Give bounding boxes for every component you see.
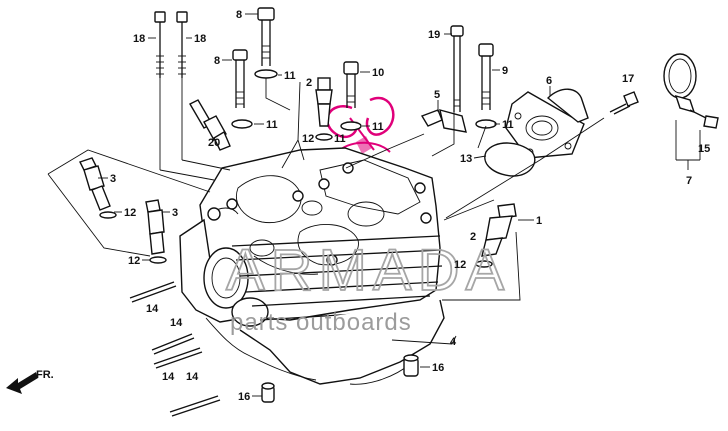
- dowel-16-left: [261, 382, 275, 403]
- callout-9: 9: [502, 65, 508, 77]
- studs-14: [129, 281, 221, 417]
- callout-11: 11: [334, 133, 346, 145]
- bolt-18-left: [154, 11, 166, 78]
- callout-10: 10: [372, 67, 384, 79]
- callout-14: 14: [186, 371, 199, 383]
- bolt-9: [475, 43, 497, 129]
- callout-18: 18: [133, 33, 145, 45]
- callout-4: 4: [450, 336, 457, 348]
- callout-12: 12: [454, 259, 466, 271]
- callout-12: 12: [128, 255, 140, 267]
- callout-11: 11: [372, 121, 384, 133]
- bracket-5: [420, 109, 467, 133]
- callout-19: 19: [428, 29, 440, 41]
- front-label: FR.: [36, 369, 54, 381]
- dowel-16-right: [403, 354, 419, 377]
- callout-12: 12: [124, 207, 136, 219]
- watermark-text: ARMADA parts outboards: [225, 237, 510, 336]
- callout-14: 14: [162, 371, 175, 383]
- callout-16: 16: [238, 391, 250, 403]
- callout-11: 11: [266, 119, 278, 131]
- callout-1: 1: [536, 215, 542, 227]
- callout-14: 14: [146, 303, 159, 315]
- stud-10: [340, 61, 362, 131]
- callout-16: 16: [432, 362, 444, 374]
- callout-11: 11: [284, 70, 296, 82]
- valve-guide-2-right: [475, 203, 517, 268]
- callout-6: 6: [546, 75, 552, 87]
- spark-plug: [189, 99, 231, 151]
- gasket-13: [484, 142, 536, 177]
- callout-2: 2: [306, 77, 312, 89]
- callout-labels: 18 18 8 8 11 2 10 11 11 12 11 20 19 9 5 …: [36, 9, 710, 403]
- callout-3: 3: [172, 207, 178, 219]
- callout-11: 11: [502, 119, 514, 131]
- leader-lines: [47, 78, 701, 301]
- callout-8: 8: [214, 55, 220, 67]
- callout-3: 3: [110, 173, 116, 185]
- callout-8: 8: [236, 9, 242, 21]
- callout-20: 20: [208, 137, 220, 149]
- valve-guide-2-top: [315, 77, 333, 141]
- clamp-7: [663, 53, 719, 129]
- watermark-brand: ARMADA: [226, 238, 510, 303]
- bolt-17: [609, 91, 639, 115]
- callout-17: 17: [622, 73, 634, 85]
- bolt-8-top: [254, 7, 278, 79]
- bolt-19: [450, 25, 464, 112]
- front-arrow-icon: [6, 372, 38, 394]
- callout-14: 14: [170, 317, 183, 329]
- valve-guide-3-left: [79, 157, 117, 219]
- callout-12: 12: [302, 133, 314, 145]
- watermark-tagline: parts outboards: [230, 309, 412, 336]
- bolt-8-mid: [231, 49, 253, 129]
- bolt-18-right: [176, 11, 188, 78]
- callout-7: 7: [686, 175, 692, 187]
- callout-18: 18: [194, 33, 206, 45]
- callout-5: 5: [434, 89, 440, 101]
- cylinder-head: [179, 147, 457, 385]
- callout-15: 15: [698, 143, 710, 155]
- valve-guide-3-mid: [145, 199, 167, 264]
- callout-13: 13: [460, 153, 472, 165]
- callout-2: 2: [470, 231, 476, 243]
